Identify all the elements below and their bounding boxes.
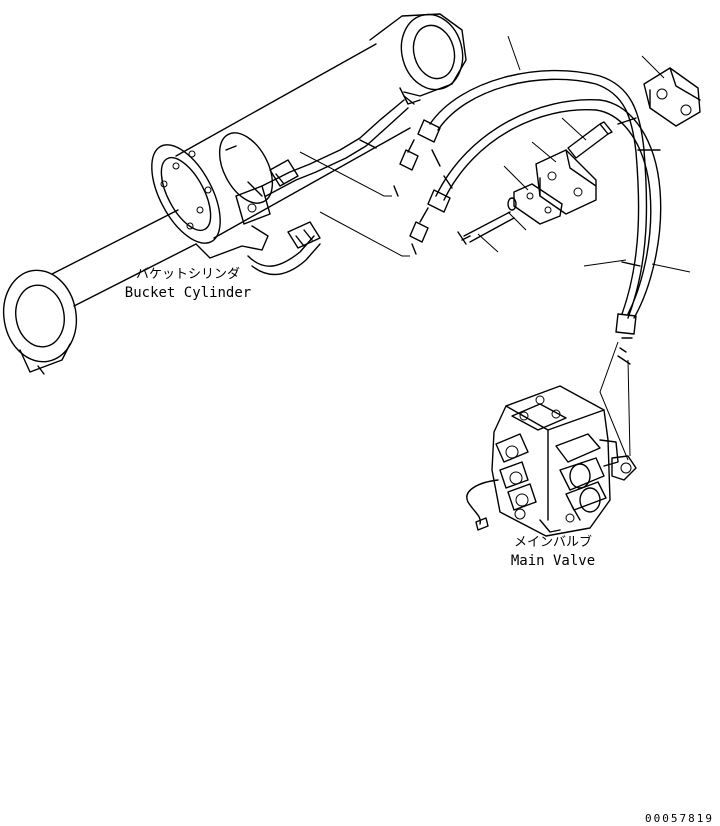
cylinder-rod-eye xyxy=(2,269,78,375)
main-valve-label-jp: メインバルブ xyxy=(514,534,592,550)
leader-line xyxy=(477,233,499,253)
bucket-cylinder xyxy=(2,13,467,375)
plate xyxy=(513,183,563,225)
leader-line xyxy=(561,117,587,141)
leader-line xyxy=(319,211,410,257)
bucket-cylinder-label-en: Bucket Cylinder xyxy=(125,285,251,301)
hose-assembly xyxy=(399,69,662,339)
clamp-block xyxy=(535,149,597,215)
leader-line xyxy=(299,151,392,197)
o-ring-mark xyxy=(393,185,417,255)
o-ring-mark xyxy=(617,347,631,365)
hose-clamp-upper-right xyxy=(643,67,701,127)
bucket-cylinder-label-jp: バケットシリンダ xyxy=(136,267,240,282)
bolt xyxy=(457,211,515,245)
main-valve-label-en: Main Valve xyxy=(511,553,595,569)
leader-line xyxy=(651,263,691,273)
leader-line xyxy=(503,165,529,191)
drawing-number: 00057819 xyxy=(645,812,714,825)
main-valve xyxy=(466,385,637,537)
upper-port-fitting xyxy=(269,159,299,187)
leader-line xyxy=(627,359,631,457)
washer xyxy=(507,197,517,211)
leader-line xyxy=(583,259,627,267)
cylinder-rod xyxy=(51,209,197,307)
leader-line xyxy=(507,211,527,231)
leader-line xyxy=(641,55,665,79)
leader-line xyxy=(599,341,629,461)
hose-fitting-valve xyxy=(615,313,637,339)
leader-line xyxy=(531,141,557,163)
cylinder-tube-upper xyxy=(261,99,405,187)
leader-line xyxy=(507,35,521,71)
pin xyxy=(567,121,613,159)
cylinder-barrel xyxy=(175,43,411,239)
hose-fitting-upper xyxy=(399,119,441,171)
hose-fitting-lower xyxy=(409,189,451,243)
cylinder-bracket xyxy=(235,185,271,225)
lower-port-fitting xyxy=(287,221,321,249)
cylinder-tube-lower xyxy=(247,235,315,267)
cylinder-bottom-eye xyxy=(369,13,467,105)
cylinder-head xyxy=(151,144,221,244)
